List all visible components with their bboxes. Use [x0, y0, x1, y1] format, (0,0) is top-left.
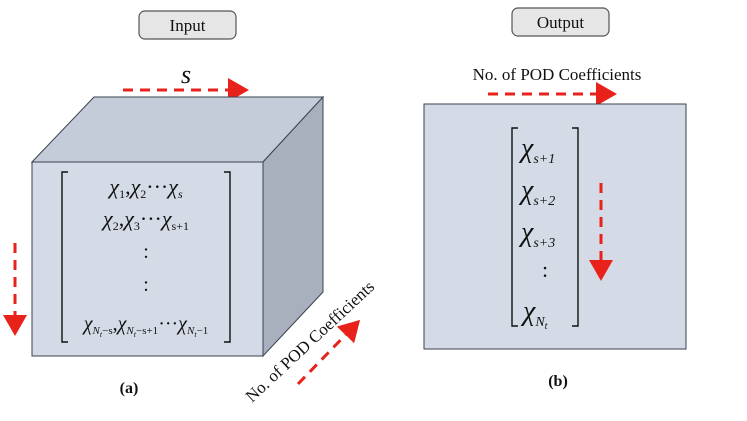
input-matrix-row-3-ellipsis: :	[143, 241, 149, 263]
input-label: Input	[170, 16, 206, 35]
output-vector-entry-3: χs+3	[518, 217, 555, 251]
input-matrix-row-4-ellipsis: :	[143, 274, 149, 296]
panel-b-label: (b)	[548, 373, 568, 390]
input-matrix-left-bracket	[61, 171, 68, 343]
input-matrix-row-5: χNt−s,χNt−s+1···χNt−1	[82, 313, 209, 339]
output-vector-right-bracket	[572, 127, 579, 327]
input-matrix-row-2: χ2,χ3···χs+1	[101, 206, 189, 233]
s-dimension-label: s	[181, 60, 191, 89]
output-vector-entry-2: χs+2	[518, 175, 555, 209]
input-cube	[30, 95, 325, 358]
output-vector-entry-4-ellipsis: :	[542, 257, 548, 282]
output-vector-entry-1: χs+1	[518, 133, 555, 167]
panel-a-label: (a)	[120, 380, 139, 397]
output-vector-left-bracket	[511, 127, 518, 327]
output-button: Output	[511, 7, 610, 37]
output-label: Output	[537, 13, 585, 32]
output-vector-entry-5: χNt	[520, 296, 548, 332]
output-panel	[423, 103, 687, 350]
input-matrix-row-1: χ1,χ2···χs	[107, 174, 183, 201]
input-matrix-right-bracket	[224, 171, 231, 343]
pod-coefficients-top-label: No. of POD Coefficients	[473, 65, 642, 84]
input-button: Input	[138, 10, 237, 40]
cube-front-face	[31, 161, 264, 357]
pod-direction-arrow-diagonal	[296, 319, 361, 386]
